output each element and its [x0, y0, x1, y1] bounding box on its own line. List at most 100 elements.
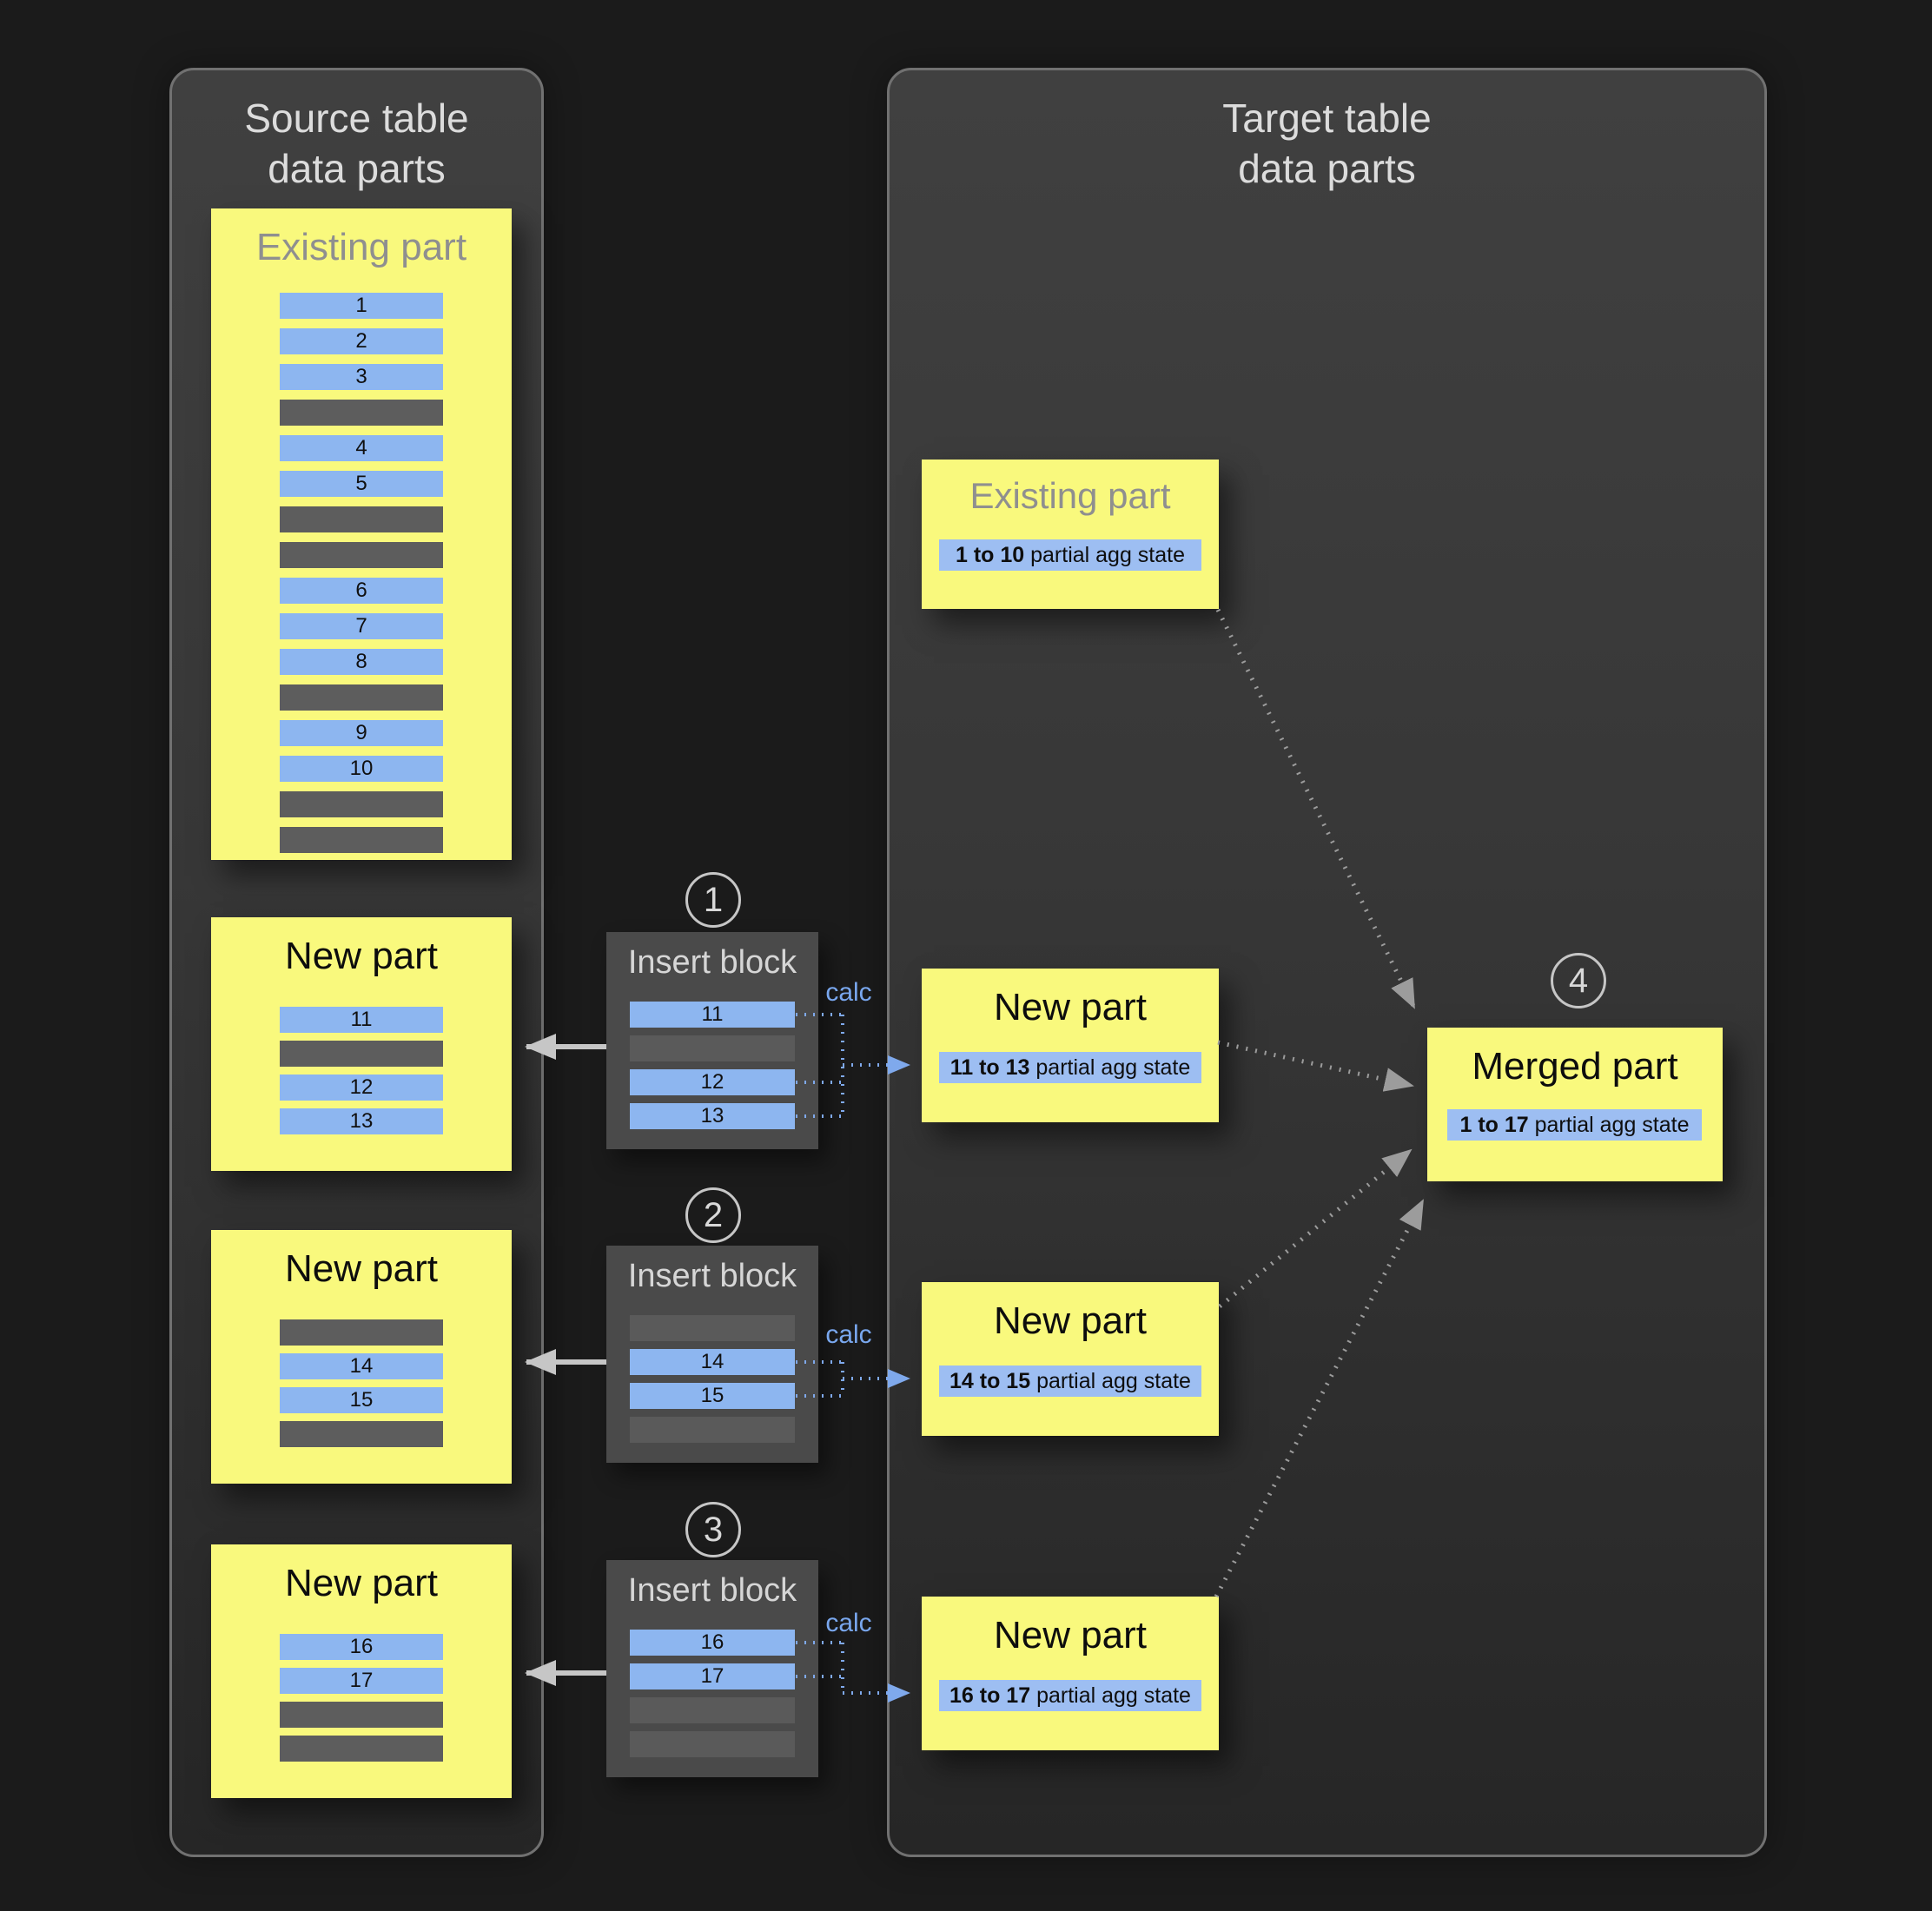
- agg-state-label: partial agg state: [1029, 1055, 1191, 1080]
- step-3-badge: 3: [685, 1502, 741, 1557]
- source-new-part-1-rows: 11 12 13: [280, 1007, 443, 1134]
- data-row: 12: [630, 1069, 795, 1095]
- target-merged-part-title: Merged part: [1472, 1045, 1678, 1088]
- insert-block-3: Insert block 16 17: [606, 1560, 818, 1777]
- insert-block-2: Insert block 14 15: [606, 1246, 818, 1463]
- agg-range: 11 to 13: [949, 1055, 1030, 1080]
- data-row: 15: [280, 1387, 443, 1413]
- source-new-part-3-rows: 16 17: [280, 1634, 443, 1762]
- agg-state-label: partial agg state: [1030, 1683, 1191, 1708]
- insert-block-2-title: Insert block: [627, 1258, 797, 1294]
- target-new-part-1: New part 11 to 13 partial agg state: [922, 969, 1219, 1122]
- data-row: 15: [630, 1383, 795, 1409]
- agg-range: 14 to 15: [949, 1369, 1031, 1393]
- source-table-panel: Source table data parts Existing part 1 …: [169, 68, 544, 1857]
- target-new-part-1-title: New part: [993, 986, 1148, 1028]
- data-row: 7: [280, 613, 443, 639]
- step-2-badge: 2: [685, 1187, 741, 1243]
- insert-block-2-rows: 14 15: [630, 1315, 795, 1443]
- source-panel-title-line2: data parts: [268, 146, 446, 191]
- agg-state-label: partial agg state: [1030, 1369, 1191, 1393]
- data-row: 14: [280, 1353, 443, 1379]
- step-1-badge: 1: [685, 872, 741, 928]
- data-row: 6: [280, 578, 443, 604]
- blank-row: [630, 1035, 795, 1061]
- blank-row: [280, 684, 443, 711]
- data-row: 5: [280, 471, 443, 497]
- data-row: 11: [280, 1007, 443, 1033]
- source-new-part-3-title: New part: [284, 1562, 439, 1604]
- source-panel-title: Source table data parts: [172, 93, 541, 194]
- blank-row: [280, 1736, 443, 1762]
- blank-row: [280, 1319, 443, 1346]
- target-panel-title: Target table data parts: [890, 93, 1764, 194]
- agg-state-label: partial agg state: [1024, 543, 1186, 567]
- data-row: 17: [280, 1668, 443, 1694]
- insert-block-1-rows: 11 12 13: [630, 1002, 795, 1129]
- agg-range: 1 to 10: [955, 543, 1025, 567]
- source-new-part-1-title: New part: [284, 935, 439, 977]
- blank-row: [280, 400, 443, 426]
- calc-label-3: calc: [825, 1609, 872, 1637]
- target-new-part-3: New part 16 to 17 partial agg state: [922, 1597, 1219, 1750]
- data-row: 1: [280, 293, 443, 319]
- blank-row: [280, 1421, 443, 1447]
- insert-block-3-rows: 16 17: [630, 1630, 795, 1757]
- target-new-part-2-title: New part: [993, 1299, 1148, 1342]
- target-table-panel: Target table data parts Existing part 1 …: [887, 68, 1767, 1857]
- blank-row: [630, 1731, 795, 1757]
- data-row: 10: [280, 756, 443, 782]
- target-existing-part-title: Existing part: [969, 475, 1171, 516]
- source-new-part-2-title: New part: [284, 1247, 439, 1290]
- agg-state-label: partial agg state: [1528, 1113, 1690, 1137]
- data-row: 2: [280, 328, 443, 354]
- blank-row: [280, 1702, 443, 1728]
- data-row: 11: [630, 1002, 795, 1028]
- agg-state-band: 11 to 13 partial agg state: [939, 1052, 1201, 1083]
- source-existing-part-rows: 1 2 3 4 5 6 7 8 9 10: [280, 293, 443, 853]
- blank-row: [280, 542, 443, 568]
- blank-row: [630, 1417, 795, 1443]
- data-row: 16: [280, 1634, 443, 1660]
- blank-row: [280, 506, 443, 532]
- insert-block-1: Insert block 11 12 13: [606, 932, 818, 1149]
- agg-state-band: 1 to 10 partial agg state: [939, 539, 1201, 571]
- agg-state-band: 1 to 17 partial agg state: [1447, 1109, 1702, 1141]
- insert-block-1-title: Insert block: [627, 944, 797, 981]
- agg-range: 1 to 17: [1459, 1113, 1529, 1137]
- data-row: 13: [630, 1103, 795, 1129]
- blank-row: [630, 1315, 795, 1341]
- data-row: 4: [280, 435, 443, 461]
- data-row: 16: [630, 1630, 795, 1656]
- insert-block-3-title: Insert block: [627, 1572, 797, 1609]
- data-row: 17: [630, 1663, 795, 1689]
- calc-label-2: calc: [825, 1320, 872, 1349]
- data-row: 13: [280, 1108, 443, 1134]
- data-row: 3: [280, 364, 443, 390]
- blank-row: [280, 1041, 443, 1067]
- blank-row: [280, 791, 443, 817]
- target-new-part-2: New part 14 to 15 partial agg state: [922, 1282, 1219, 1436]
- blank-row: [280, 827, 443, 853]
- blank-row: [630, 1697, 795, 1723]
- source-existing-part-title: Existing part: [255, 226, 467, 268]
- agg-range: 16 to 17: [949, 1683, 1031, 1708]
- agg-state-band: 14 to 15 partial agg state: [939, 1365, 1201, 1397]
- source-new-part-1: New part 11 12 13: [211, 917, 512, 1171]
- source-new-part-2-rows: 14 15: [280, 1319, 443, 1447]
- calc-label-1: calc: [825, 978, 872, 1007]
- target-panel-title-line2: data parts: [1238, 146, 1416, 191]
- source-panel-title-line1: Source table: [244, 96, 469, 141]
- target-merged-part: Merged part 1 to 17 partial agg state: [1427, 1028, 1723, 1181]
- source-new-part-3: New part 16 17: [211, 1544, 512, 1798]
- agg-state-band: 16 to 17 partial agg state: [939, 1680, 1201, 1711]
- data-row: 8: [280, 649, 443, 675]
- data-row: 12: [280, 1075, 443, 1101]
- data-row: 9: [280, 720, 443, 746]
- data-row: 14: [630, 1349, 795, 1375]
- target-new-part-3-title: New part: [993, 1614, 1148, 1656]
- target-panel-title-line1: Target table: [1222, 96, 1432, 141]
- step-4-badge: 4: [1551, 953, 1606, 1008]
- source-new-part-2: New part 14 15: [211, 1230, 512, 1484]
